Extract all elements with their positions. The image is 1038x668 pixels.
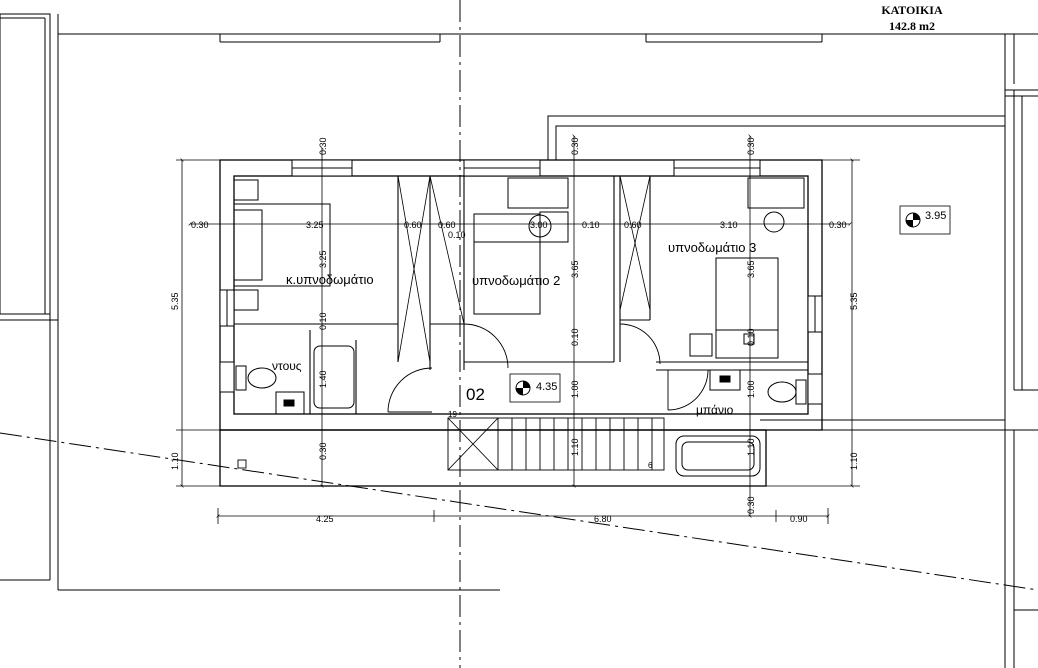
room-label-bedroom-2: υπνοδωμάτιο 2 xyxy=(472,273,560,288)
dim-balcony-left: 1.10 xyxy=(170,452,180,470)
dim-v-wall-top-b: 0.30 xyxy=(570,137,580,155)
dim-v-wall-top-a: 0.30 xyxy=(318,137,328,155)
dim-v-bath-tub: 1.10 xyxy=(746,438,756,456)
dim-v-partition-c: 0.10 xyxy=(746,328,756,346)
surrounding-outlines xyxy=(0,13,1038,668)
dim-bed3-width: 3.10 xyxy=(720,220,738,230)
fixtures xyxy=(235,345,807,477)
level-marker-hall xyxy=(509,373,561,403)
dim-height-right: 5.35 xyxy=(849,292,859,310)
dim-master-width: 3.25 xyxy=(306,220,324,230)
stair-start: 19 xyxy=(448,410,457,419)
dim-overall-left: 4.25 xyxy=(316,514,334,524)
dim-closet-a: 0.60 xyxy=(404,220,422,230)
title-area: 142.8 m2 xyxy=(889,19,935,33)
dim-v-bath: 1.00 xyxy=(746,380,756,398)
dim-v-stair: 1.10 xyxy=(570,438,580,456)
interior-walls xyxy=(234,176,808,414)
title-block: ΚΑΤΟΙΚΙΑ 142.8 m2 xyxy=(850,2,974,34)
dim-v-shower: 1.40 xyxy=(318,370,328,388)
level-terrace: 3.95 xyxy=(925,210,946,222)
furniture xyxy=(233,177,805,359)
dim-bed2-width: 3.00 xyxy=(530,220,548,230)
dim-closet-c: 0.60 xyxy=(624,220,642,230)
staircase xyxy=(237,417,665,471)
doors xyxy=(387,323,709,413)
dim-v-wall-top-c: 0.30 xyxy=(746,137,756,155)
dim-v-bed2-depth: 3.65 xyxy=(570,260,580,278)
dim-v-hall: 1.00 xyxy=(570,380,580,398)
property-line xyxy=(0,432,1038,591)
outer-walls xyxy=(219,159,823,487)
dim-v-wall-bottom-c: 0.30 xyxy=(746,496,756,514)
dimension-lines xyxy=(176,134,860,524)
room-label-shower: ντους xyxy=(272,359,302,373)
dim-closet-b: 0.60 xyxy=(438,220,456,230)
dim-v-partition-b: 0.10 xyxy=(570,328,580,346)
dim-partition-a: 0.10 xyxy=(448,230,466,240)
room-label-bedroom-3: υπνοδωμάτιο 3 xyxy=(668,240,756,255)
dim-right-wall: 0.30 xyxy=(829,220,847,230)
dim-height-left: 5.35 xyxy=(170,292,180,310)
dim-v-master-depth: 3.25 xyxy=(318,250,328,268)
dim-overall-right: 6.80 xyxy=(594,514,612,524)
level-hall: 4.35 xyxy=(536,381,557,393)
dim-balcony-right: 0.90 xyxy=(790,514,808,524)
room-label-bathroom: μπάνιο xyxy=(696,403,734,417)
room-label-master: κ.υπνοδωμάτιο xyxy=(286,272,374,287)
level-marker-terrace xyxy=(899,205,951,235)
stair-end: 6 xyxy=(648,461,653,470)
dim-v-wall-bottom-a: 0.30 xyxy=(318,442,328,460)
dim-balcony-right-h: 1.10 xyxy=(849,452,859,470)
hall-number: 02 xyxy=(466,385,485,404)
title-name: ΚΑΤΟΙΚΙΑ xyxy=(881,3,943,17)
closets xyxy=(397,175,651,363)
dim-v-bed3-depth: 3.65 xyxy=(746,260,756,278)
dim-v-partition-a: 0.10 xyxy=(318,312,328,330)
dim-left-wall: 0.30 xyxy=(191,220,209,230)
dim-partition-b: 0.10 xyxy=(582,220,600,230)
